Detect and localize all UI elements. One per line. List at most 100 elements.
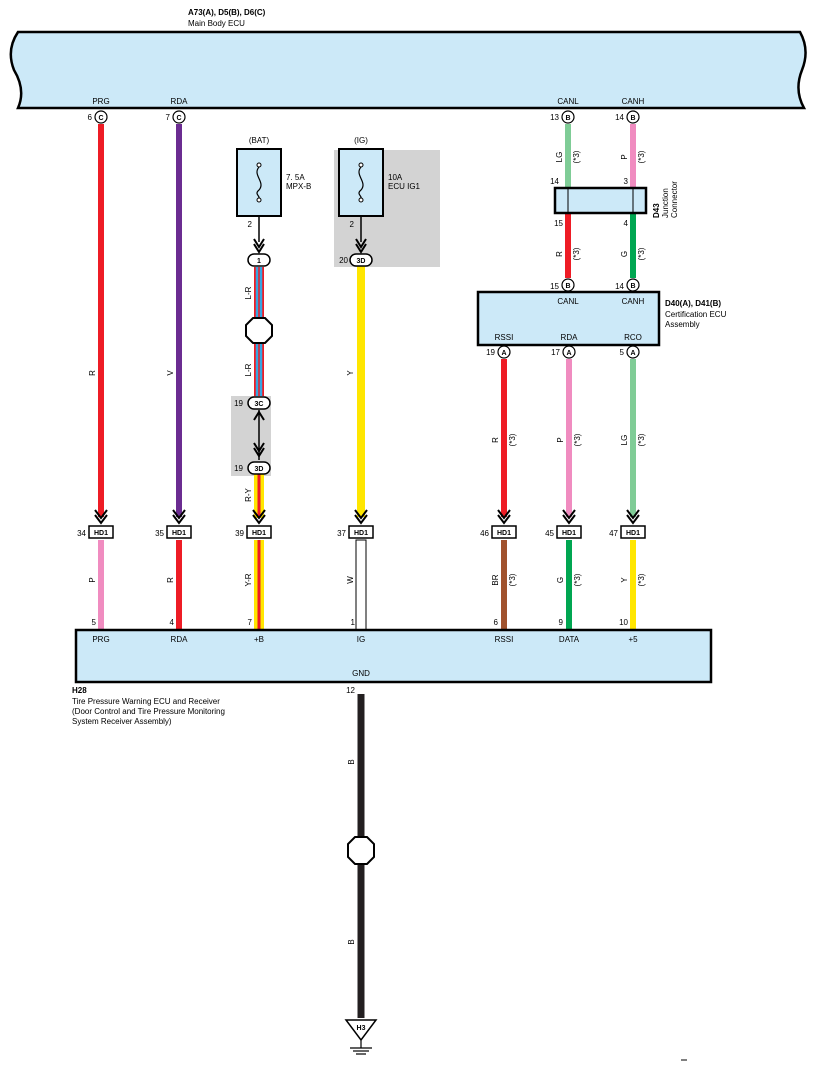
pin-connector-letter: A — [501, 350, 506, 357]
ig-connector-oval — [349, 253, 373, 267]
cert-in-pin: 15 — [550, 282, 559, 291]
hd1-label: HD1 — [252, 530, 266, 537]
wire-label: P — [88, 577, 97, 582]
wire-label: G — [556, 577, 565, 583]
pin-connector-letter: B — [565, 115, 570, 122]
receiver-signal: +B — [254, 635, 264, 644]
fuse-pin: 2 — [350, 220, 355, 229]
wire-label: R — [491, 437, 500, 443]
receiver-signal: PRG — [92, 635, 109, 644]
wire-label: B — [347, 939, 356, 944]
wire-note: (*3) — [637, 247, 646, 260]
cert-signal: RCO — [624, 333, 642, 342]
main-ecu-signal-canh: CANH — [622, 97, 645, 106]
junction-code: D43 — [652, 203, 661, 218]
bat-junction-pin — [247, 253, 271, 267]
hd1-pin: 45 — [545, 529, 554, 538]
hd1-box — [88, 525, 114, 539]
junction-pin: 4 — [624, 219, 629, 228]
wire-label: B — [347, 759, 356, 764]
pin-connector-letter: B — [565, 283, 570, 290]
wire-label: R — [88, 370, 97, 376]
wire-label: L-R — [244, 363, 253, 376]
wire-ig-lower — [355, 539, 367, 631]
hd1-pin: 39 — [235, 529, 244, 538]
fuse-icon — [358, 166, 364, 199]
ground-triangle — [344, 1019, 378, 1042]
wire-note: (*3) — [573, 433, 582, 446]
wire-note: (*3) — [572, 247, 581, 260]
cert-out-pin: 5 — [620, 348, 625, 357]
connector-arrow — [355, 243, 367, 254]
hd1-pin: 34 — [77, 529, 86, 538]
connector-arrow — [355, 238, 367, 249]
splice-point-bat — [245, 317, 273, 344]
junction-box — [553, 186, 648, 215]
receiver-name-2: (Door Control and Tire Pressure Monitori… — [72, 707, 225, 716]
tire-pressure-receiver: 5 4 7 1 6 9 10 PRG RDA +B IG RSSI DATA +… — [72, 618, 713, 726]
receiver-signal: DATA — [559, 635, 580, 644]
wire-label: Y-R — [244, 573, 253, 586]
wire-label: LG — [620, 435, 629, 446]
pin-circle — [172, 110, 186, 124]
pin-number: 13 — [550, 113, 559, 122]
inline-connector-bottom-label: 3D — [255, 466, 264, 473]
pin-circle — [562, 345, 576, 359]
cert-in-pin: 14 — [615, 282, 624, 291]
receiver-pin: 7 — [248, 618, 253, 627]
splice-point-gnd — [347, 836, 375, 865]
main-ecu-code: A73(A), D5(B), D6(C) — [188, 8, 266, 17]
receiver-gnd-pin: 12 — [346, 686, 355, 695]
junction-name-1: Junction — [661, 188, 670, 218]
fuse-box — [236, 148, 282, 217]
junction-pin: 3 — [624, 177, 629, 186]
hd1-pin: 47 — [609, 529, 618, 538]
main-body-ecu: A73(A), D5(B), D6(C) Main Body ECU PRG R… — [9, 8, 807, 110]
wire-note: (*3) — [637, 150, 646, 163]
wire-label: L-R — [244, 286, 253, 299]
junction-pin: 15 — [554, 219, 563, 228]
receiver-name-1: Tire Pressure Warning ECU and Receiver — [72, 697, 220, 706]
pin-circle — [94, 110, 108, 124]
pin-number: 6 — [88, 113, 93, 122]
hd1-box — [246, 525, 272, 539]
hd1-label: HD1 — [94, 530, 108, 537]
wire-note: (*3) — [637, 573, 646, 586]
inline-connector-pin-bottom: 19 — [234, 464, 243, 473]
cert-signal: CANH — [622, 297, 645, 306]
hd1-box — [348, 525, 374, 539]
pin-circle — [497, 345, 511, 359]
fuse-name: ECU IG1 — [388, 182, 421, 191]
main-ecu-signal-canl: CANL — [557, 97, 579, 106]
receiver-box — [74, 628, 713, 684]
inline-connector-top — [247, 396, 271, 410]
wire-label: P — [620, 154, 629, 159]
receiver-pin: 9 — [559, 618, 564, 627]
wire-note: (*3) — [508, 573, 517, 586]
wire-note: (*3) — [637, 433, 646, 446]
hd1-label: HD1 — [626, 530, 640, 537]
hd1-label: HD1 — [172, 530, 186, 537]
receiver-pin: 10 — [619, 618, 628, 627]
connector-arrow — [253, 238, 265, 249]
connector-arrow — [253, 442, 265, 453]
cert-ecu-code: D40(A), D41(B) — [665, 299, 721, 308]
cert-signal: CANL — [557, 297, 579, 306]
bat-junction-pin-label: 1 — [257, 258, 261, 265]
pin-number: 14 — [615, 113, 624, 122]
receiver-signal: RSSI — [495, 635, 514, 644]
wire-label: W — [346, 576, 355, 584]
fuse-box — [338, 148, 384, 217]
pin-connector-letter: A — [566, 350, 571, 357]
pin-circle — [561, 110, 575, 124]
main-ecu-signal-rda: RDA — [171, 97, 189, 106]
receiver-pin: 4 — [170, 618, 175, 627]
main-ecu-name: Main Body ECU — [188, 19, 245, 28]
junction-pin: 14 — [550, 177, 559, 186]
wire-labels: R P V R L-R L-R R-Y Y-R Y W LG (*3) P (*… — [88, 150, 646, 944]
connector-arrow — [253, 447, 265, 458]
wire-note: (*3) — [572, 150, 581, 163]
hd1-label: HD1 — [497, 530, 511, 537]
hd1-label: HD1 — [562, 530, 576, 537]
certification-ecu: 15 B 14 B CANL CANH RSSI RDA RCO D40(A),… — [476, 278, 727, 359]
